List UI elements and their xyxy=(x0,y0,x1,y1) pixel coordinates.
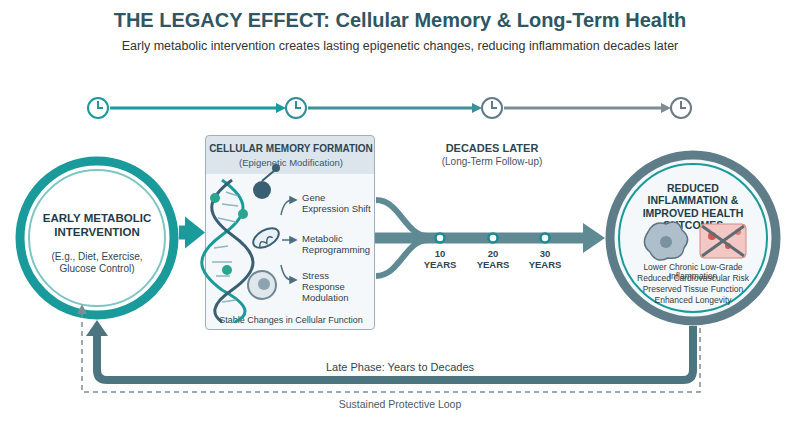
outcome-circle: REDUCED INFLAMMATION & IMPROVED HEALTH O… xyxy=(605,150,781,326)
node-heading: EARLY METABOLIC INTERVENTION xyxy=(35,212,159,239)
node-text: Enhanced Longevity xyxy=(623,296,763,305)
circle-outline xyxy=(15,156,179,320)
phase-label: DECADES LATER xyxy=(432,142,552,155)
diagram-title: THE LEGACY EFFECT: Cellular Memory & Lon… xyxy=(0,9,800,33)
subtitle: Early metabolic intervention creates las… xyxy=(0,39,800,54)
timeline xyxy=(110,103,671,113)
node-text: Stable Changes in Cellular Function xyxy=(206,315,376,326)
loop-note: Sustained Protective Loop xyxy=(300,398,500,410)
flow-arrow xyxy=(86,320,693,380)
flow-arrow xyxy=(179,217,205,249)
year-label: 10 YEARS xyxy=(420,248,460,270)
start-circle: EARLY METABOLIC INTERVENTION (E.g., Diet,… xyxy=(15,156,179,320)
node-text: Gene Expression Shift xyxy=(302,192,374,214)
node-text: (Epigenetic Modification) xyxy=(206,157,376,168)
flow-arrow xyxy=(375,223,605,253)
phase-note: (Long-Term Follow-up) xyxy=(422,156,562,168)
year-label: 30 YEARS xyxy=(525,248,565,270)
node-text: (E.g., Diet, Exercise, Glucose Control) xyxy=(39,251,155,275)
node-heading: REDUCED INFLAMMATION & IMPROVED HEALTH O… xyxy=(631,182,755,232)
year-label: 20 YEARS xyxy=(473,248,513,270)
node-text: Reduced Cardiovascular Risk xyxy=(623,274,763,283)
edge-label: Late Phase: Years to Decades xyxy=(280,361,520,374)
node-heading: CELLULAR MEMORY FORMATION xyxy=(206,143,376,155)
dashed-loop xyxy=(77,304,700,392)
process-box: CELLULAR MEMORY FORMATION (Epigenetic Mod… xyxy=(205,135,375,330)
clock-icon xyxy=(88,98,691,118)
node-text: Metabolic Reprogramming xyxy=(302,233,374,255)
node-text: Preserved Tissue Function xyxy=(623,285,763,294)
node-text: Stress Response Modulation xyxy=(302,270,374,304)
